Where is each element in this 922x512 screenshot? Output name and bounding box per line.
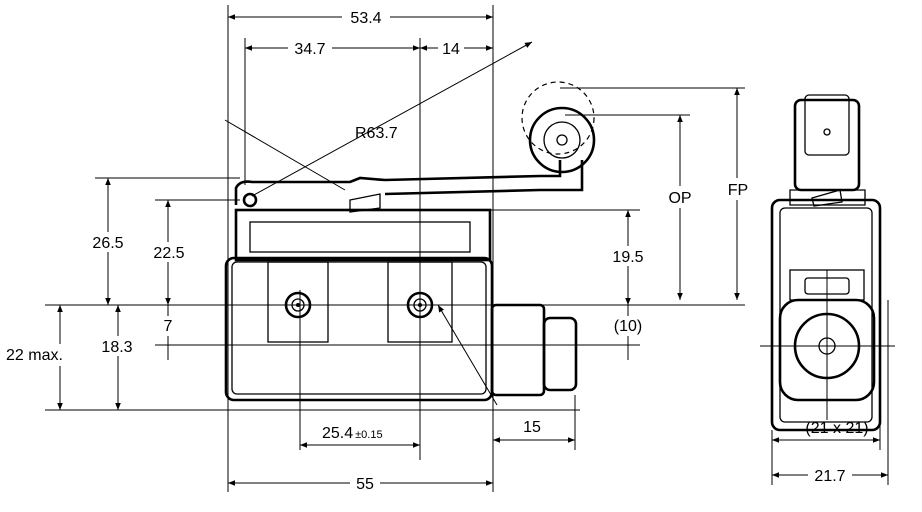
dimension-labels: 53.4 34.7 14 R63.7 OP FP 26.5 22.5 19.5 … xyxy=(4,7,869,493)
dim-18-3: 18.3 xyxy=(101,339,132,356)
roller-lever xyxy=(224,41,596,406)
label-fp: FP xyxy=(728,182,748,199)
dim-22-max: 22 max. xyxy=(6,347,63,364)
dim-7: 7 xyxy=(164,318,173,335)
dim-26-5: 26.5 xyxy=(92,235,123,252)
switch-body-front xyxy=(224,208,578,402)
dim-22-5: 22.5 xyxy=(153,245,184,262)
dim-15: 15 xyxy=(523,419,541,436)
dim-25-4: 25.4±0.15 xyxy=(322,425,383,442)
dim-55: 55 xyxy=(356,476,374,493)
dim-34-7: 34.7 xyxy=(294,41,325,58)
switch-body-side xyxy=(760,94,895,432)
dim-14: 14 xyxy=(442,41,460,58)
dim-21x21: (21 x 21) xyxy=(805,420,868,437)
dim-53-4: 53.4 xyxy=(350,10,381,27)
label-op: OP xyxy=(668,190,691,207)
dim-r63-7: R63.7 xyxy=(355,125,398,142)
mounting-screw-left xyxy=(284,291,312,319)
dim-21-7: 21.7 xyxy=(814,468,845,485)
dim-19-5: 19.5 xyxy=(612,249,643,266)
dim-10: (10) xyxy=(614,318,642,335)
mounting-screw-right xyxy=(406,291,434,319)
